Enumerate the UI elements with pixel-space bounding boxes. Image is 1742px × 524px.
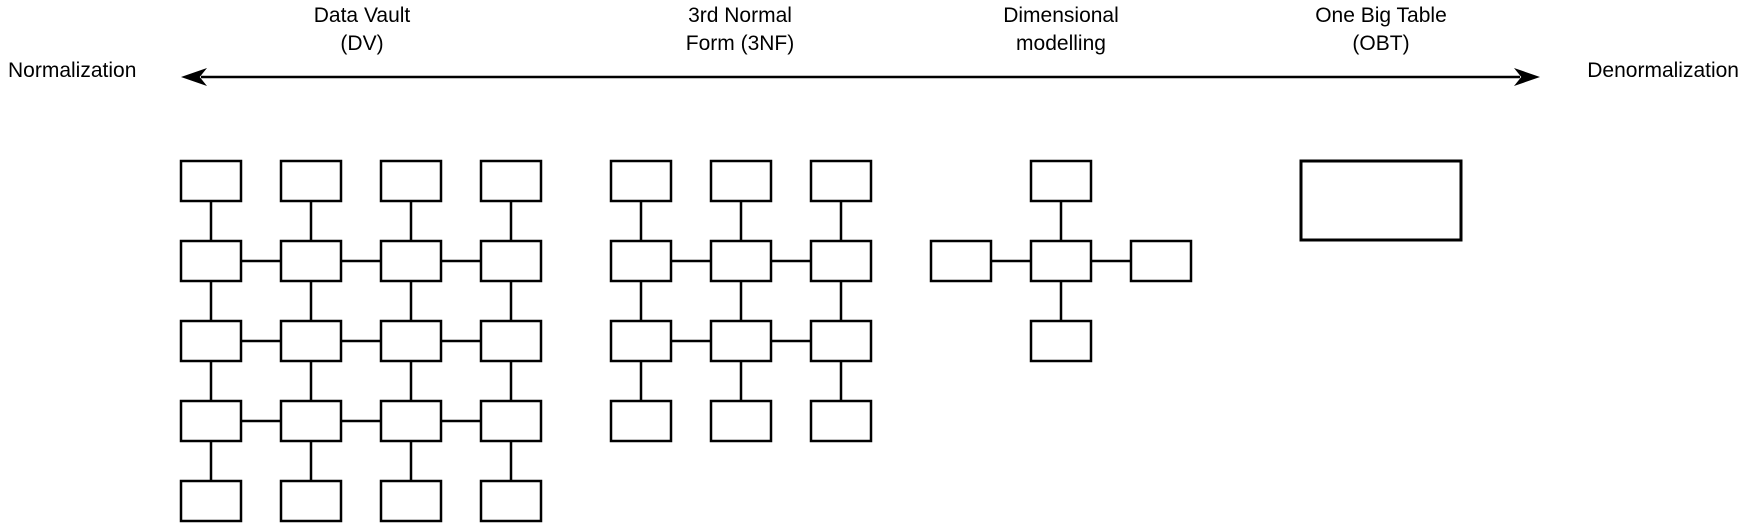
cluster-title-line: One Big Table [1315, 4, 1447, 27]
cluster-third-normal-form [609, 159, 873, 443]
table-box [1129, 239, 1193, 283]
table-box [609, 239, 673, 283]
cluster-data-vault [179, 159, 543, 523]
table-box [379, 159, 443, 203]
table-box [709, 239, 773, 283]
table-box [379, 399, 443, 443]
cluster-title-line: 3rd Normal [688, 4, 792, 27]
table-box [179, 239, 243, 283]
table-box [809, 319, 873, 363]
normalization-label: Normalization [8, 59, 137, 82]
table-box [279, 159, 343, 203]
cluster-title-data-vault: Data Vault (DV) [314, 2, 411, 58]
table-box [179, 479, 243, 523]
table-box [709, 399, 773, 443]
table-box [279, 319, 343, 363]
cluster-title-line: (DV) [340, 32, 384, 55]
table-box [479, 399, 543, 443]
cluster-dimensional-modelling [929, 159, 1193, 363]
spectrum-arrow [181, 68, 1540, 86]
table-box [1299, 159, 1463, 242]
cluster-title-line: (OBT) [1352, 32, 1410, 55]
table-box [279, 479, 343, 523]
table-box [1029, 159, 1093, 203]
denormalization-label: Denormalization [1587, 59, 1739, 82]
cluster-title-3nf: 3rd Normal Form (3NF) [686, 2, 795, 58]
table-box [279, 239, 343, 283]
table-box [929, 239, 993, 283]
cluster-title-line: Data Vault [313, 4, 411, 27]
table-box [379, 319, 443, 363]
table-box [1029, 319, 1093, 363]
table-box [809, 239, 873, 283]
cluster-title-line: Dimensional [1003, 4, 1119, 27]
table-box [379, 479, 443, 523]
cluster-title-line: modelling [1016, 32, 1106, 55]
table-box [479, 479, 543, 523]
table-box [1029, 239, 1093, 283]
table-box [609, 159, 673, 203]
cluster-one-big-table [1299, 159, 1463, 242]
table-box [179, 399, 243, 443]
table-box [379, 239, 443, 283]
table-box [609, 319, 673, 363]
arrowhead-left-icon [181, 68, 207, 86]
table-box [709, 319, 773, 363]
table-box [609, 399, 673, 443]
cluster-title-dimensional: Dimensional modelling [1003, 2, 1119, 58]
table-box [279, 399, 343, 443]
cluster-title-obt: One Big Table (OBT) [1315, 2, 1447, 58]
table-box [179, 319, 243, 363]
table-box [809, 399, 873, 443]
arrowhead-right-icon [1514, 68, 1540, 86]
cluster-title-line: Form (3NF) [685, 32, 795, 55]
table-box [179, 159, 243, 203]
table-box [479, 239, 543, 283]
table-box [479, 159, 543, 203]
table-box [479, 319, 543, 363]
table-box [709, 159, 773, 203]
table-box [809, 159, 873, 203]
